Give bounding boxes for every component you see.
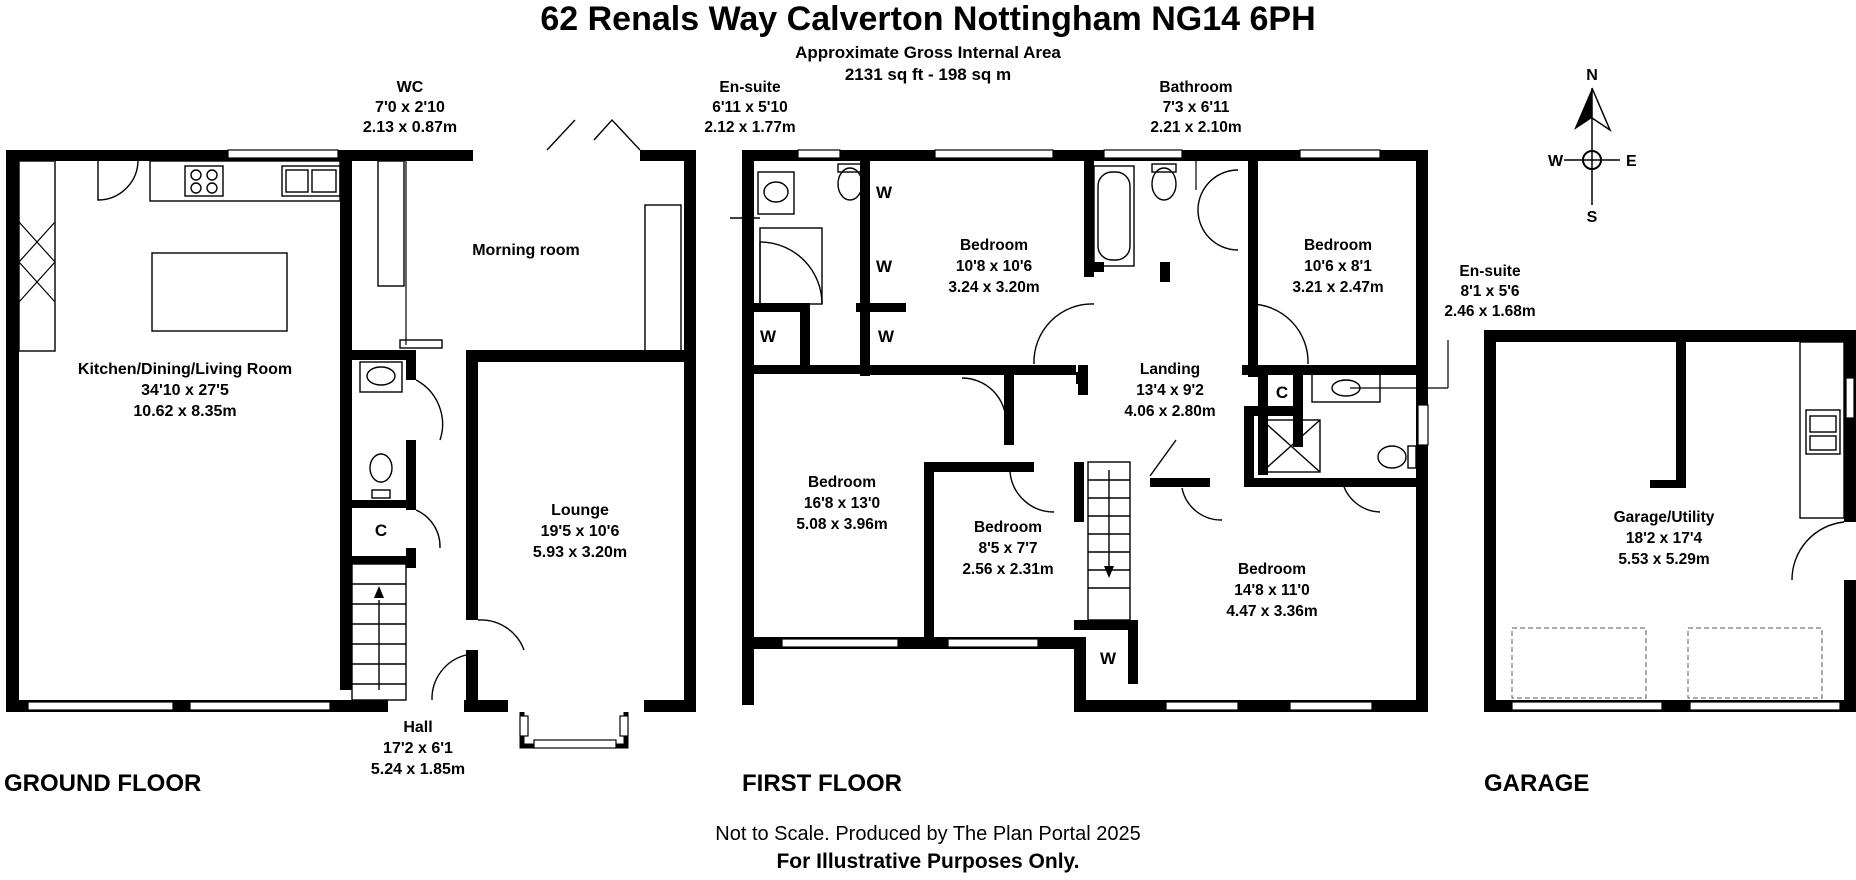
first-floor-plan: W W W W W C En-suite 6'11 x 5'10 2.12 x … (704, 79, 1536, 712)
lounge-name: Lounge (551, 502, 609, 519)
bedroom3-metric: 5.08 x 3.96m (796, 516, 887, 533)
wc-name: WC (397, 79, 424, 96)
first-floor-stairs-icon (1087, 461, 1131, 621)
bedroom1-imperial: 10'8 x 10'6 (956, 258, 1033, 275)
compass-w-label: W (1548, 153, 1564, 170)
bathroom-imperial: 7'3 x 6'11 (1163, 99, 1230, 116)
bedroom4-name: Bedroom (974, 519, 1042, 536)
garage-label: GARAGE (1484, 770, 1589, 797)
garage-metric: 5.53 x 5.29m (1618, 551, 1709, 568)
bedroom1-name: Bedroom (960, 237, 1028, 254)
kitchen-sink-icon (281, 165, 341, 197)
bedroom3-name: Bedroom (808, 474, 876, 491)
wardrobe-marker-4: W (878, 327, 895, 346)
bedroom5-imperial: 14'8 x 11'0 (1234, 582, 1309, 599)
garage-plan: Garage/Utility 18'2 x 17'4 5.53 x 5.29m (1484, 330, 1856, 712)
disclaimer-line-1: Not to Scale. Produced by The Plan Porta… (715, 823, 1140, 845)
ensuite1-name: En-suite (719, 79, 781, 96)
garage-name: Garage/Utility (1614, 509, 1715, 526)
wardrobe-marker-5: W (1100, 649, 1117, 668)
bedroom2-name: Bedroom (1304, 237, 1372, 254)
ensuite1-metric: 2.12 x 1.77m (704, 119, 795, 136)
ground-floor-label: GROUND FLOOR (4, 770, 201, 797)
landing-cupboard-marker: C (1276, 383, 1288, 402)
hall-metric: 5.24 x 1.85m (371, 761, 465, 778)
landing-metric: 4.06 x 2.80m (1124, 403, 1215, 420)
compass-e-label: E (1626, 153, 1637, 170)
wardrobe-marker-1: W (876, 183, 893, 202)
bathroom-name: Bathroom (1159, 79, 1232, 96)
bedroom5-name: Bedroom (1238, 561, 1306, 578)
morning-room-name: Morning room (472, 242, 580, 259)
bedroom2-imperial: 10'6 x 8'1 (1304, 258, 1372, 275)
area-value: 2131 sq ft - 198 sq m (845, 65, 1011, 84)
lounge-metric: 5.93 x 3.20m (533, 544, 627, 561)
kitchen-name: Kitchen/Dining/Living Room (78, 361, 292, 378)
ensuite2-imperial: 8'1 x 5'6 (1460, 283, 1519, 300)
ensuite2-metric: 2.46 x 1.68m (1444, 303, 1535, 320)
compass-s-label: S (1587, 209, 1598, 226)
area-label: Approximate Gross Internal Area (795, 43, 1061, 62)
hall-name: Hall (403, 719, 432, 736)
bathroom-metric: 2.21 x 2.10m (1150, 119, 1241, 136)
ground-floor-plan: WC 7'0 x 2'10 2.13 x 0.87m Kitchen/Dinin… (6, 79, 696, 778)
bedroom1-metric: 3.24 x 3.20m (948, 279, 1039, 296)
bedroom2-metric: 3.21 x 2.47m (1292, 279, 1383, 296)
compass-rose-icon: N S E W (1548, 67, 1637, 226)
lounge-imperial: 19'5 x 10'6 (541, 523, 620, 540)
stairs-icon (351, 563, 407, 701)
landing-imperial: 13'4 x 9'2 (1136, 382, 1204, 399)
compass-n-label: N (1586, 67, 1598, 84)
wardrobe-marker-2: W (876, 257, 893, 276)
address-title: 62 Renals Way Calverton Nottingham NG14 … (540, 0, 1315, 38)
disclaimer-line-2: For Illustrative Purposes Only. (776, 850, 1079, 873)
hob-icon (184, 165, 224, 197)
wc-imperial: 7'0 x 2'10 (375, 99, 445, 116)
landing-name: Landing (1140, 361, 1200, 378)
kitchen-imperial: 34'10 x 27'5 (141, 382, 229, 399)
bedroom4-metric: 2.56 x 2.31m (962, 561, 1053, 578)
kitchen-metric: 10.62 x 8.35m (133, 403, 236, 420)
bedroom5-metric: 4.47 x 3.36m (1226, 603, 1317, 620)
hall-imperial: 17'2 x 6'1 (383, 740, 453, 757)
bedroom4-imperial: 8'5 x 7'7 (978, 540, 1037, 557)
wc-metric: 2.13 x 0.87m (363, 119, 457, 136)
garage-imperial: 18'2 x 17'4 (1626, 530, 1703, 547)
first-floor-label: FIRST FLOOR (742, 770, 902, 797)
ensuite2-name: En-suite (1459, 263, 1521, 280)
ensuite1-imperial: 6'11 x 5'10 (712, 99, 787, 116)
wc-cupboard-marker: C (375, 521, 387, 540)
bedroom3-imperial: 16'8 x 13'0 (804, 495, 880, 512)
wardrobe-marker-3: W (760, 327, 777, 346)
